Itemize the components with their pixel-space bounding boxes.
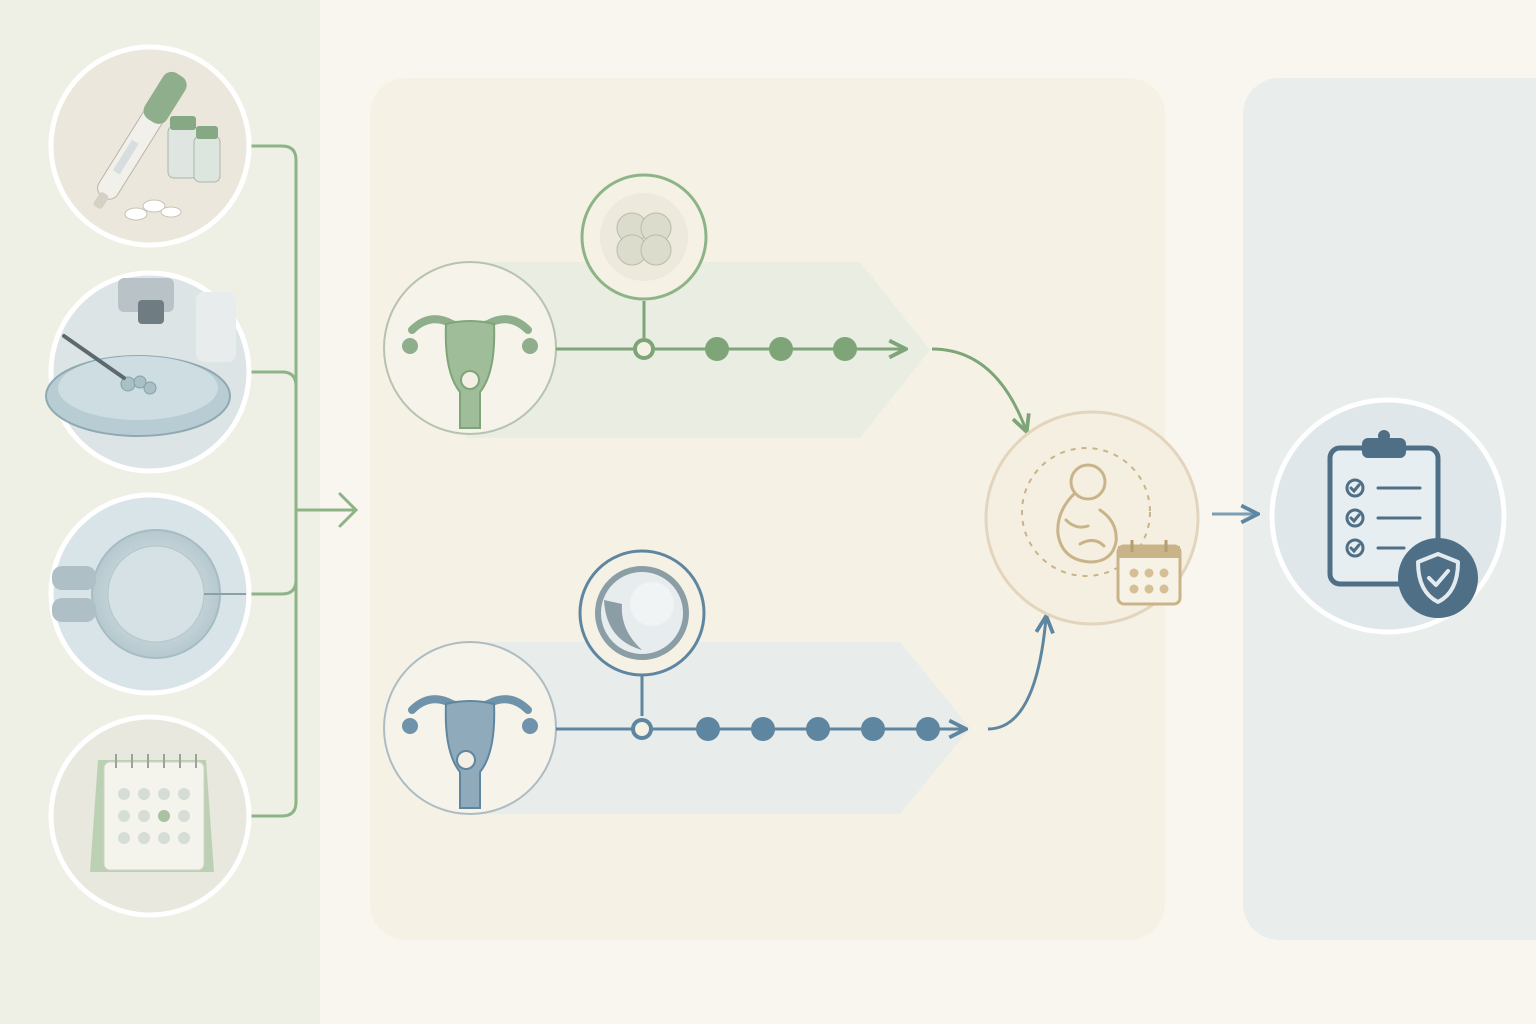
final-checklist (1269, 397, 1507, 635)
fetus-icon (1056, 463, 1118, 564)
progress-dot (861, 717, 885, 741)
step-lab-culture (45, 270, 252, 474)
progress-dot (769, 337, 793, 361)
outcome-pregnancy (984, 410, 1200, 626)
clipboard-checklist-icon (1327, 430, 1441, 587)
calendar-icon (1116, 540, 1182, 606)
progress-dot (806, 717, 830, 741)
uterus-icon (402, 695, 538, 809)
progress-dot (751, 717, 775, 741)
shield-check-icon (1398, 538, 1478, 618)
progress-dot (696, 717, 720, 741)
progress-dot (705, 337, 729, 361)
step-calendar (48, 714, 252, 918)
desk-calendar-icon (90, 754, 214, 872)
progress-dots (696, 717, 940, 741)
injection-pen-and-vials-icon (93, 71, 221, 221)
petri-dish-microscope-icon (45, 278, 236, 437)
step-connector (248, 144, 359, 818)
blastocyst-icon (595, 566, 689, 660)
icsi-egg-injection-icon (52, 529, 246, 659)
uterus-icon (402, 315, 538, 429)
step-egg-injection (48, 492, 252, 696)
track-cleavage-embryo-transfer (383, 173, 1026, 438)
step-medication (48, 44, 252, 248)
track-blastocyst-transfer (383, 549, 1046, 815)
progress-dots (705, 337, 857, 361)
progress-dot (833, 337, 857, 361)
progress-dot (916, 717, 940, 741)
cleavage-stage-embryo-icon (600, 193, 688, 281)
